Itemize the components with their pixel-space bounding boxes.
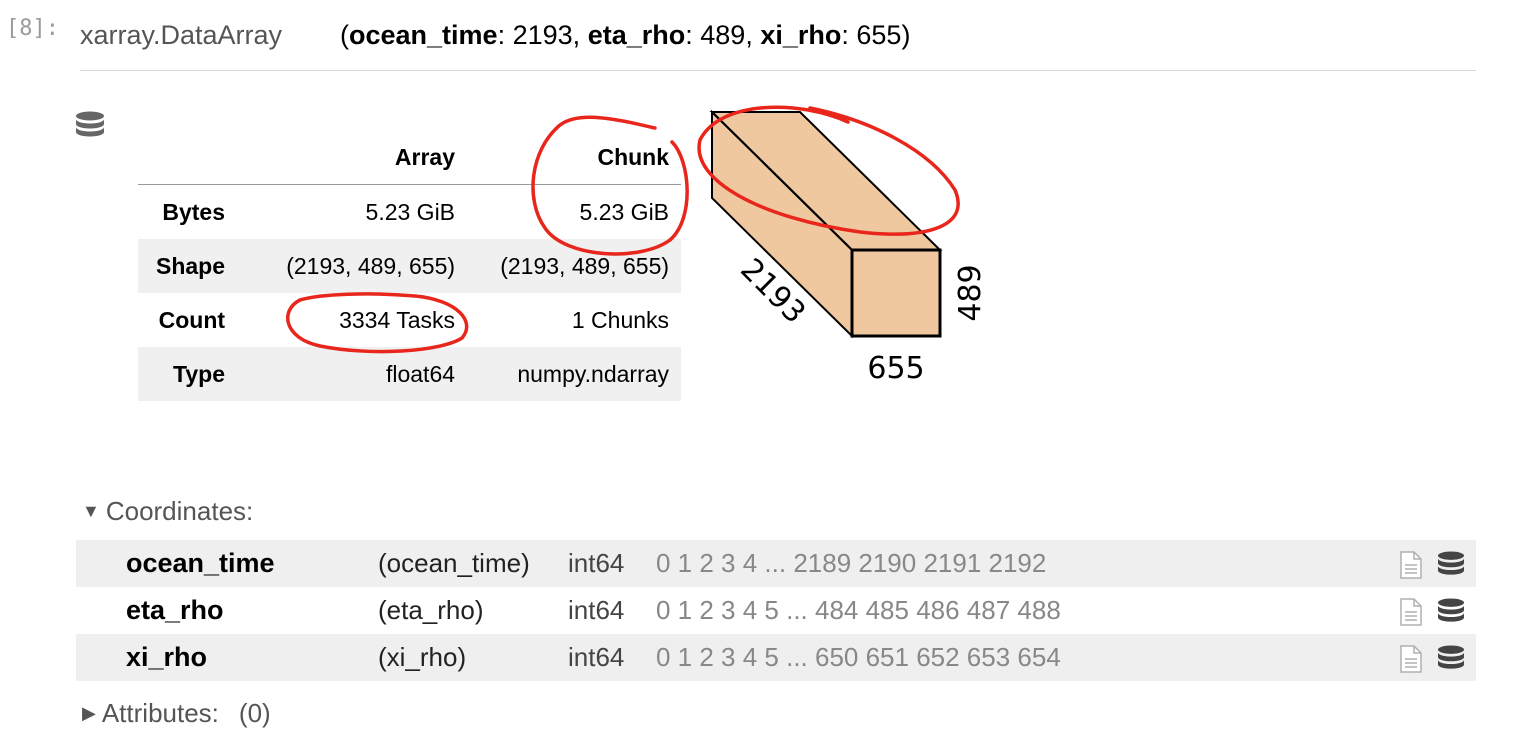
attributes-label: Attributes:	[101, 698, 219, 728]
coord-preview: 0 1 2 3 4 5 ... 484 485 486 487 488	[656, 595, 1061, 625]
coord-dtype: int64	[568, 595, 625, 625]
dims-summary: (ocean_time: 2193, eta_rho: 489, xi_rho:…	[340, 20, 911, 50]
dim-name: ocean_time	[349, 20, 498, 50]
row-label: Shape	[156, 252, 226, 279]
triangle-down-icon: ▼	[82, 501, 100, 521]
attributes-toggle[interactable]: ▶Attributes: (0)	[82, 698, 271, 729]
coord-name: eta_rho	[126, 595, 224, 625]
file-text-icon[interactable]	[1398, 551, 1424, 579]
coord-name: ocean_time	[126, 548, 275, 578]
object-type: xarray.DataArray	[80, 20, 283, 50]
file-text-icon[interactable]	[1398, 598, 1424, 626]
coord-dims: (eta_rho)	[378, 595, 484, 625]
chunk-info-table: Array Chunk Bytes 5.23 GiB 5.23 GiB Shap…	[138, 130, 682, 401]
chunk-value: numpy.ndarray	[517, 360, 670, 387]
chunk-value: 1 Chunks	[571, 306, 670, 333]
array-value: float64	[385, 360, 456, 387]
coord-name: xi_rho	[126, 642, 208, 672]
coordinates-toggle[interactable]: ▼Coordinates:	[82, 496, 253, 527]
database-icon[interactable]	[1436, 551, 1466, 577]
array-value: 3334 Tasks	[339, 306, 456, 333]
coord-dims: (xi_rho)	[378, 642, 467, 672]
table-row: Bytes 5.23 GiB 5.23 GiB	[138, 185, 681, 240]
coordinates-label: Coordinates:	[105, 496, 254, 526]
corner-cell	[138, 130, 240, 185]
table-row: Shape (2193, 489, 655) (2193, 489, 655)	[138, 239, 682, 293]
table-row: Count 3334 Tasks 1 Chunks	[138, 293, 681, 347]
row-label: Count	[158, 306, 226, 333]
chunk-cube-diagram: 655 489 2193	[709, 109, 988, 386]
cell-prompt: [8]:	[6, 16, 59, 41]
triangle-right-icon: ▶	[82, 703, 96, 723]
cube-front-face	[850, 248, 942, 338]
coordinate-row: eta_rho (eta_rho) int64 0 1 2 3 4 5 ... …	[76, 587, 1476, 634]
file-text-icon[interactable]	[1398, 645, 1424, 673]
array-value: 5.23 GiB	[365, 198, 456, 225]
dim-size: 655	[856, 20, 902, 50]
coordinate-row: xi_rho (xi_rho) int64 0 1 2 3 4 5 ... 65…	[76, 634, 1476, 681]
chunk-value: 5.23 GiB	[579, 198, 670, 225]
coordinates-list: ocean_time (ocean_time) int64 0 1 2 3 4 …	[76, 540, 1476, 681]
dataarray-header: xarray.DataArray (ocean_time: 2193, eta_…	[80, 20, 1476, 71]
row-label: Type	[173, 360, 226, 387]
cube-height-label: 489	[953, 264, 988, 321]
coord-preview: 0 1 2 3 4 ... 2189 2190 2191 2192	[656, 548, 1047, 578]
coord-dtype: int64	[568, 642, 625, 672]
cube-width-label: 655	[867, 351, 924, 386]
array-value: (2193, 489, 655)	[286, 252, 456, 279]
database-icon[interactable]	[1436, 645, 1466, 671]
chunk-value: (2193, 489, 655)	[500, 252, 670, 279]
coord-dtype: int64	[568, 548, 625, 578]
dim-name: xi_rho	[760, 20, 842, 50]
table-row: Type float64 numpy.ndarray	[138, 347, 682, 401]
dim-name: eta_rho	[587, 20, 686, 50]
row-label: Bytes	[162, 198, 226, 225]
attributes-count: (0)	[238, 698, 271, 728]
coord-dims: (ocean_time)	[378, 548, 530, 578]
chunk-column-header: Chunk	[467, 130, 682, 185]
dim-size: 2193	[512, 20, 573, 50]
database-icon[interactable]	[74, 111, 106, 139]
coord-preview: 0 1 2 3 4 5 ... 650 651 652 653 654	[656, 642, 1061, 672]
array-column-header: Array	[239, 130, 468, 185]
database-icon[interactable]	[1436, 598, 1466, 624]
dim-size: 489	[700, 20, 746, 50]
coordinate-row: ocean_time (ocean_time) int64 0 1 2 3 4 …	[76, 540, 1476, 587]
